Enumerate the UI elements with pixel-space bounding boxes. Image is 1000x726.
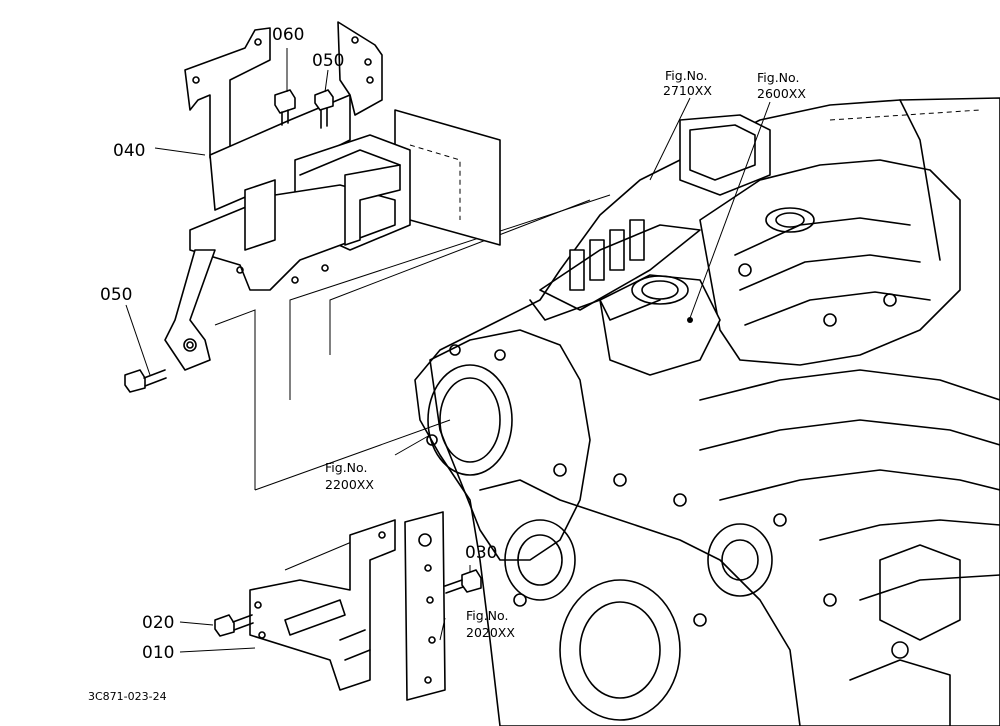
fig-ref-2600-line1: Fig.No. [757,70,799,85]
callout-leaders [125,48,771,653]
drawing-code: 3C871-023-24 [88,690,167,703]
bolt-050-top [314,89,334,129]
callout-020: 020 [142,613,174,633]
fig-ref-2710-line2: 2710XX [663,83,712,98]
bolt-030 [444,569,482,594]
bolt-050-left [124,369,167,393]
fig-ref-2200-line2: 2200XX [325,477,374,492]
callout-050-left: 050 [100,285,132,305]
lower-bracket-010 [249,519,396,691]
bolt-060 [274,89,296,126]
bolt-020 [214,614,254,637]
lower-plate-2020 [404,511,446,701]
callout-010: 010 [142,643,174,663]
callout-030: 030 [465,543,497,563]
fig-ref-2200-line1: Fig.No. [325,460,367,475]
callout-050-top: 050 [312,51,344,71]
fig-ref-2710-line1: Fig.No. [665,68,707,83]
fig-ref-2600-line2: 2600XX [757,86,806,101]
callout-060: 060 [272,25,304,45]
fig-ref-2020-line2: 2020XX [466,625,515,640]
upper-bracket-040 [164,21,501,371]
engine-block [414,97,1000,726]
callout-040: 040 [113,141,145,161]
fig-ref-2020-line1: Fig.No. [466,608,508,623]
injection-nozzles [529,219,701,321]
